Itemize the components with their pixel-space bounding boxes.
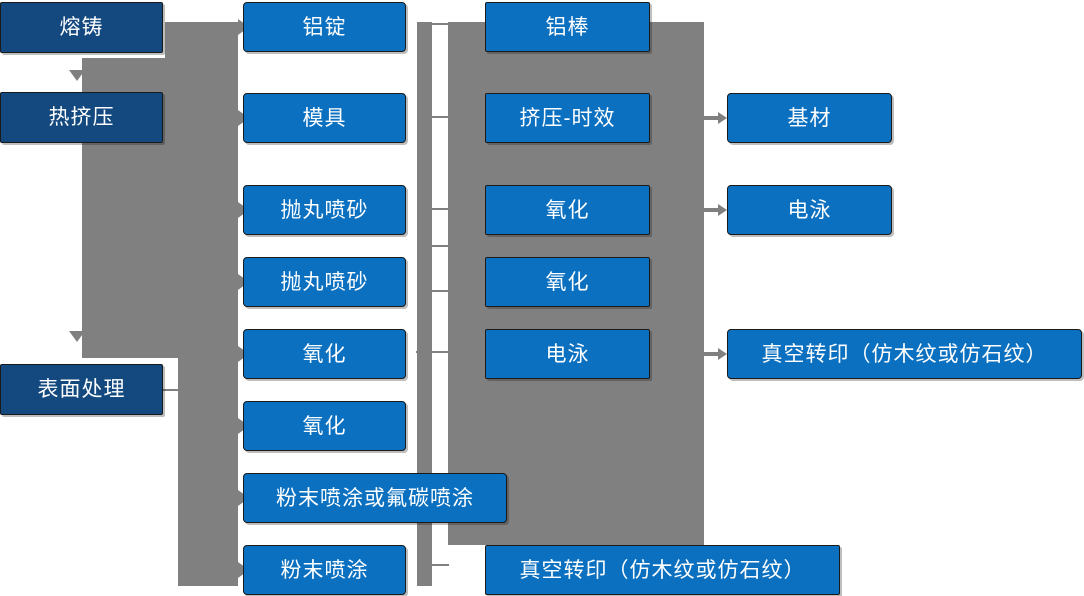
arrow-to-output-electrophoresis [704, 204, 727, 216]
connector-down-arrow-to-hot-extrusion [69, 70, 85, 81]
output-box-vacuum-transfer[interactable]: 真空转印（仿木纹或仿石纹） [727, 329, 1082, 379]
connector-middle-narrow-bar [417, 22, 432, 586]
stage-box-hot-extrusion[interactable]: 热挤压 [0, 92, 163, 143]
process-label-shot-blasting-2: 抛丸喷砂 [280, 270, 369, 294]
treatment-label-electrophoresis: 电泳 [545, 342, 590, 366]
process-box-oxidation-1[interactable]: 氧化 [243, 329, 406, 379]
connector-tick-1 [432, 23, 449, 25]
process-label-powder-or-fluorocarbon-coating: 粉末喷涂或氟碳喷涂 [276, 486, 474, 510]
connector-tick-5 [432, 290, 449, 292]
process-label-aluminum-ingot: 铝锭 [302, 15, 347, 39]
treatment-box-vacuum-transfer[interactable]: 真空转印（仿木纹或仿石纹） [485, 545, 840, 595]
treatment-box-aluminum-rod[interactable]: 铝棒 [485, 2, 650, 52]
treatment-label-oxidation-1: 氧化 [545, 198, 590, 222]
stage-label-surface-treatment: 表面处理 [37, 378, 126, 401]
process-label-mold: 模具 [302, 106, 347, 130]
process-box-powder-coating[interactable]: 粉末喷涂 [243, 545, 406, 595]
treatment-label-aluminum-rod: 铝棒 [545, 15, 590, 39]
treatment-box-oxidation-2[interactable]: 氧化 [485, 257, 650, 307]
connector-line-surface-treatment [163, 389, 180, 391]
arrow-to-output-vacuum-transfer [704, 348, 727, 360]
process-box-shot-blasting-1[interactable]: 抛丸喷砂 [243, 185, 406, 235]
output-label-electrophoresis: 电泳 [787, 198, 832, 222]
treatment-box-electrophoresis[interactable]: 电泳 [485, 329, 650, 379]
process-label-oxidation-2: 氧化 [302, 414, 347, 438]
connector-left-narrow-bar [178, 354, 238, 586]
treatment-label-oxidation-2: 氧化 [545, 270, 590, 294]
arrow-to-output-base-material [704, 112, 727, 124]
stage-box-melting[interactable]: 熔铸 [0, 2, 163, 53]
treatment-box-extrusion-aging[interactable]: 挤压-时效 [485, 93, 650, 143]
connector-tick-6 [416, 351, 449, 353]
connector-tick-3 [432, 208, 449, 210]
stage-label-hot-extrusion: 热挤压 [48, 106, 115, 129]
process-box-shot-blasting-2[interactable]: 抛丸喷砂 [243, 257, 406, 307]
process-label-powder-coating: 粉末喷涂 [280, 558, 369, 582]
stage-label-melting: 熔铸 [59, 16, 104, 39]
output-box-electrophoresis[interactable]: 电泳 [727, 185, 892, 235]
process-box-aluminum-ingot[interactable]: 铝锭 [243, 2, 406, 52]
output-box-base-material[interactable]: 基材 [727, 93, 892, 143]
process-box-mold[interactable]: 模具 [243, 93, 406, 143]
connector-tick-2 [432, 116, 449, 118]
process-box-powder-or-fluorocarbon-coating[interactable]: 粉末喷涂或氟碳喷涂 [243, 473, 507, 523]
treatment-label-extrusion-aging: 挤压-时效 [519, 106, 616, 130]
output-label-vacuum-transfer: 真空转印（仿木纹或仿石纹） [761, 342, 1048, 366]
connector-tick-4 [432, 245, 449, 247]
process-label-oxidation-1: 氧化 [302, 342, 347, 366]
process-label-shot-blasting-1: 抛丸喷砂 [280, 198, 369, 222]
connector-tick-7 [432, 564, 449, 566]
connector-left-top-stub [165, 22, 238, 62]
stage-box-surface-treatment[interactable]: 表面处理 [0, 364, 163, 415]
output-label-base-material: 基材 [787, 106, 832, 130]
connector-down-arrow-to-surface-treatment [69, 331, 85, 342]
process-box-oxidation-2[interactable]: 氧化 [243, 401, 406, 451]
treatment-box-oxidation-1[interactable]: 氧化 [485, 185, 650, 235]
treatment-label-vacuum-transfer: 真空转印（仿木纹或仿石纹） [519, 558, 806, 582]
